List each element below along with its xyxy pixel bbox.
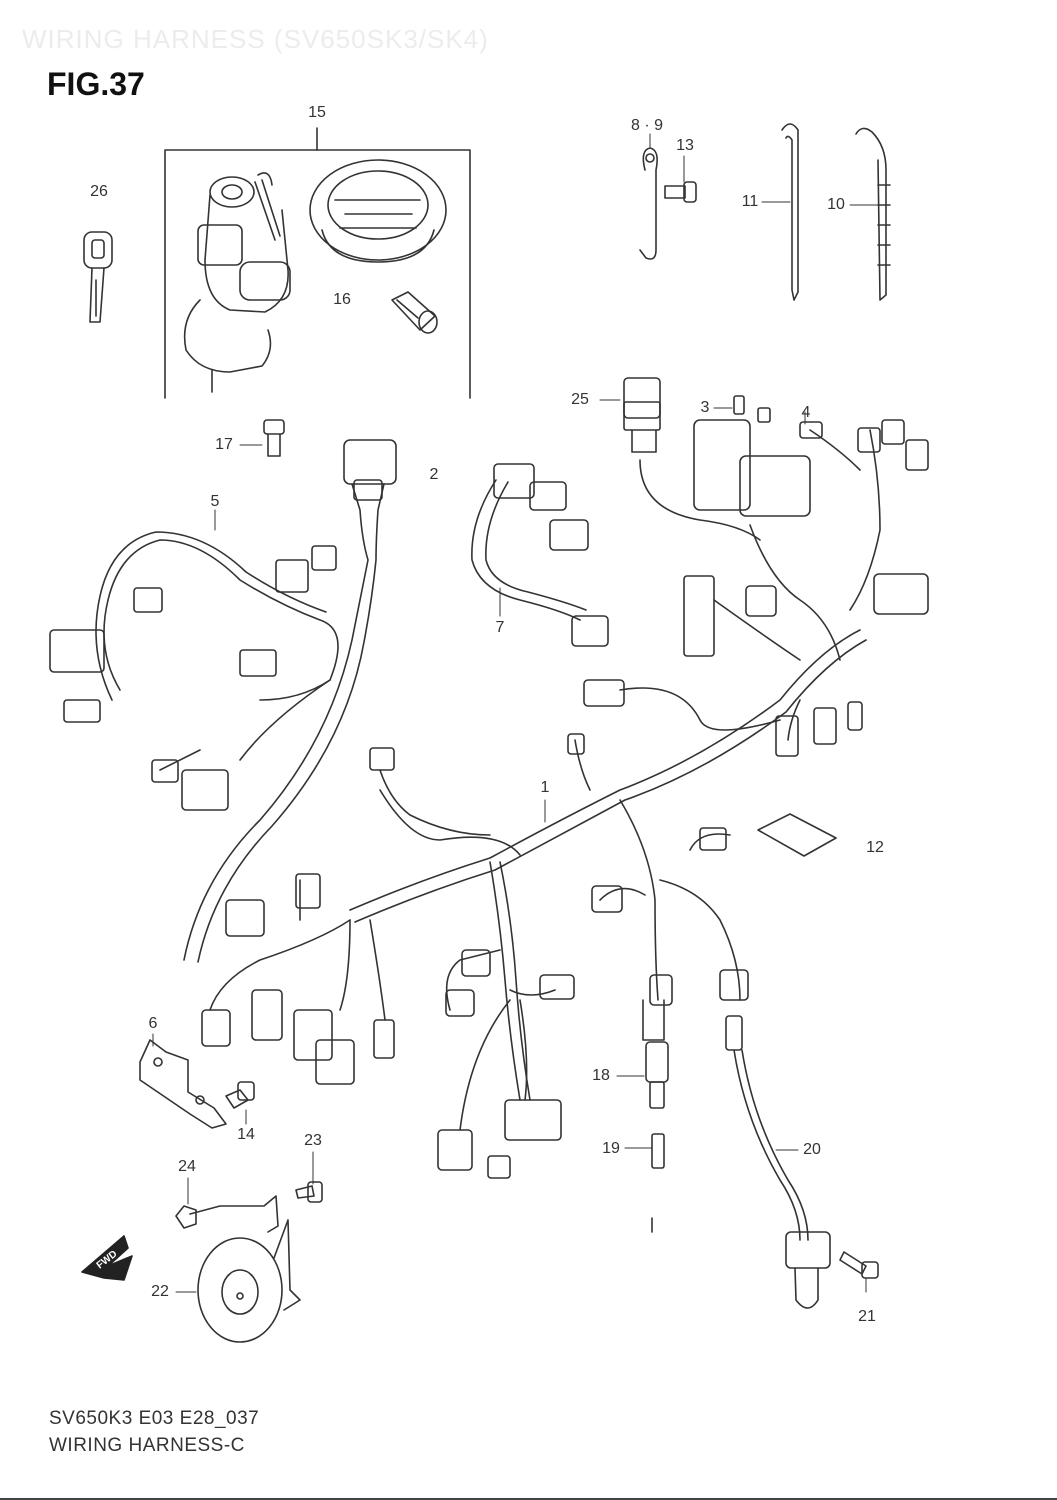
relay-part xyxy=(623,377,661,453)
callout-22: 22 xyxy=(151,1283,169,1300)
bolt-14-part xyxy=(225,1081,255,1109)
callout-13: 13 xyxy=(676,137,694,154)
callout-20: 20 xyxy=(803,1141,821,1158)
callout-leaders xyxy=(152,133,883,1293)
callout-1: 1 xyxy=(540,779,550,796)
callout-19: 19 xyxy=(602,1140,620,1157)
horn-bracket-part xyxy=(189,1195,279,1233)
callout-5: 5 xyxy=(210,493,220,510)
fuel-cap-part xyxy=(309,159,447,263)
ignition-set-bracket xyxy=(164,127,471,399)
callout-21: 21 xyxy=(858,1308,876,1325)
forward-arrow xyxy=(81,1235,133,1281)
callout-7: 7 xyxy=(495,619,505,636)
callout-4: 4 xyxy=(801,404,811,421)
bolt-21-part xyxy=(839,1251,879,1279)
tie-10-part xyxy=(855,127,891,301)
callout-11: 11 xyxy=(741,193,759,210)
bolt-19-part xyxy=(651,1133,665,1233)
bottom-border xyxy=(0,1498,1057,1500)
connector-cluster-right xyxy=(583,395,929,757)
callout-12: 12 xyxy=(866,839,884,856)
bolt-17-part xyxy=(263,419,285,457)
key-part xyxy=(83,231,113,323)
callout-18: 18 xyxy=(592,1067,610,1084)
harness-2-part xyxy=(183,439,397,963)
figure-label: FIG.37 xyxy=(47,66,145,102)
callout-17: 17 xyxy=(215,436,233,453)
callout-26: 26 xyxy=(90,183,108,200)
callout-8-9: 8 · 9 xyxy=(630,117,664,134)
harness-5-part xyxy=(49,531,339,811)
nut-24-part xyxy=(175,1205,197,1229)
bracket-6-part xyxy=(139,1039,227,1129)
clamp-part xyxy=(639,147,658,260)
faded-header-title: WIRING HARNESS (SV650SK3/SK4) xyxy=(22,24,489,54)
horn-22-part xyxy=(197,1219,301,1343)
callout-3: 3 xyxy=(700,399,710,416)
callout-15: 15 xyxy=(308,104,326,121)
bolt-13-part xyxy=(664,181,697,203)
switch-18-part xyxy=(645,1041,669,1109)
main-harness-part xyxy=(201,629,867,1309)
bolt-23-part xyxy=(295,1181,323,1203)
callout-16: 16 xyxy=(333,291,351,308)
callout-14: 14 xyxy=(237,1126,255,1143)
callout-10: 10 xyxy=(827,196,845,213)
tie-11-part xyxy=(781,123,799,301)
ignition-switch-part xyxy=(183,172,291,393)
harness-7-part xyxy=(471,463,609,647)
callout-25: 25 xyxy=(571,391,589,408)
callout-2: 2 xyxy=(429,466,439,483)
callout-6: 6 xyxy=(148,1015,158,1032)
callout-23: 23 xyxy=(304,1132,322,1149)
label-12-part xyxy=(757,813,837,857)
seat-lock-part xyxy=(391,291,438,334)
footer-diagram-code: SV650K3 E03 E28_037 xyxy=(49,1408,260,1429)
callout-24: 24 xyxy=(178,1158,196,1175)
footer-diagram-name: WIRING HARNESS-C xyxy=(49,1435,245,1456)
